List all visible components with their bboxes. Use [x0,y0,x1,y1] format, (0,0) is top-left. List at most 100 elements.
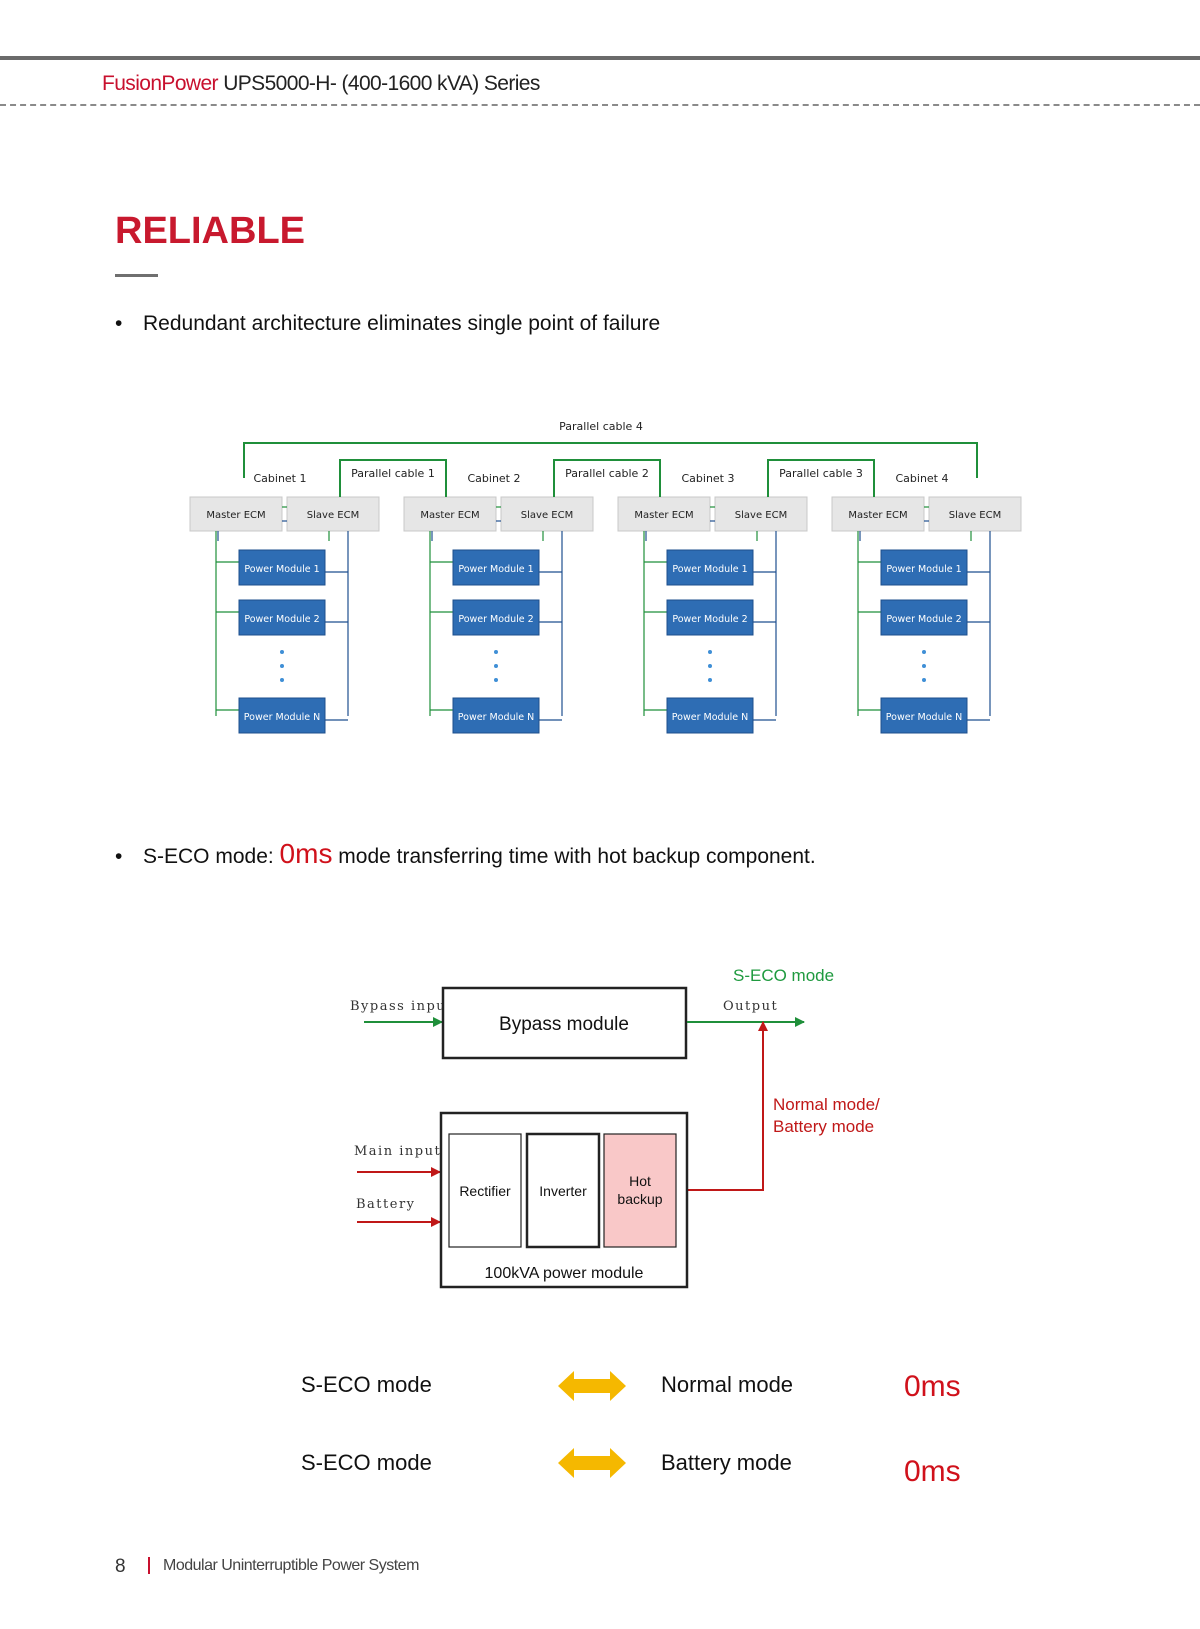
slave-ecm-label: Slave ECM [949,510,1001,521]
ellipsis-dot [280,664,284,668]
slave-ecm-box [500,496,594,532]
bullet-seco-highlight: 0ms [279,838,333,869]
power-module-label: 100kVA power module [485,1265,644,1282]
power-module-box [666,697,754,734]
page-number: 8 [115,1556,126,1577]
power-module-label: Power Module 1 [458,564,533,575]
power-module-box [666,549,754,586]
power-module-label: Power Module N [244,712,320,723]
power-module-label: Power Module 1 [672,564,747,575]
hot-backup-label-1: Hot [629,1173,651,1189]
ellipsis-dot [708,664,712,668]
slave-ecm-label: Slave ECM [307,510,359,521]
bypass-module-label: Bypass module [499,1014,629,1035]
ellipsis-dot [708,678,712,682]
normal-mode-label: Normal mode/ [773,1095,880,1114]
rectifier-box [448,1133,522,1248]
ellipsis-dot [494,650,498,654]
ellipsis-dot [922,678,926,682]
parallel-cable-4-wire [243,442,978,478]
slave-ecm-box [714,496,808,532]
cabinet-label: Cabinet 4 [895,472,948,485]
power-module-box [238,599,326,636]
bullet-dot: • [115,312,123,335]
power-module-box [880,549,968,586]
power-module-label: Power Module 2 [672,614,747,625]
power-module-box [238,549,326,586]
power-module-box [452,599,540,636]
battery-mode-label: Battery mode [773,1117,874,1136]
master-ecm-label: Master ECM [206,510,265,521]
bullet-text: Redundant architecture eliminates single… [143,312,661,335]
double-arrow-icon [558,1371,626,1401]
ellipsis-dot [922,664,926,668]
bullet-redundant: • Redundant architecture eliminates singl… [115,312,660,336]
master-ecm-box [617,496,711,532]
power-module-box [238,697,326,734]
power-module-label: Power Module 2 [458,614,533,625]
power-module-label: Power Module N [886,712,962,723]
power-module-label: Power Module 2 [886,614,961,625]
power-module-box [666,599,754,636]
parallel-cable-wire [553,459,661,497]
cabinet-label: Cabinet 2 [467,472,520,485]
cabinet-label: Cabinet 3 [681,472,734,485]
hot-backup-box [603,1133,677,1248]
power-module-box [452,549,540,586]
parallel-cable-wire [339,459,447,497]
bypass-input-label: Bypass input [350,999,453,1014]
ellipsis-dot [280,678,284,682]
compare-left-2: S-ECO mode [301,1450,432,1475]
slave-ecm-label: Slave ECM [521,510,573,521]
seco-mode-label: S-ECO mode [733,966,834,985]
ellipsis-dot [280,650,284,654]
power-module-label: Power Module N [458,712,534,723]
slave-ecm-label: Slave ECM [735,510,787,521]
power-module-box [452,697,540,734]
compare-right-1: Normal mode [661,1372,794,1397]
power-module-label: Power Module 1 [886,564,961,575]
power-module-label: Power Module N [672,712,748,723]
cabinet-label: Cabinet 1 [253,472,306,485]
master-ecm-label: Master ECM [848,510,907,521]
master-ecm-box [403,496,497,532]
footer-title: Modular Uninterruptible Power System [163,1557,419,1574]
compare-left-1: S-ECO mode [301,1372,432,1397]
ellipsis-dot [494,678,498,682]
seco-block-diagram: S-ECO mode Bypass input Bypass module Ou… [350,966,880,1289]
title-underline [115,274,158,277]
bullet-seco: • S-ECO mode: 0ms mode transferring time … [115,838,816,870]
double-arrow-icon [558,1448,626,1478]
top-rule [0,56,1200,60]
inverter-box [525,1132,601,1249]
power-module-label: Power Module 1 [244,564,319,575]
header-divider [0,104,1200,106]
bullet-seco-suffix: mode transferring time with hot backup c… [332,845,816,868]
parallel-cable-label: Parallel cable 3 [779,467,863,480]
parallel-cable-label: Parallel cable 2 [565,467,649,480]
master-ecm-label: Master ECM [634,510,693,521]
master-ecm-label: Master ECM [420,510,479,521]
footer-separator [148,1557,150,1574]
section-title: RELIABLE [115,210,305,252]
document-header: FusionPower UPS5000-H- (400-1600 kVA) Se… [102,72,540,96]
parallel-cable-wire [767,459,875,497]
output-label: Output [723,999,778,1014]
rectifier-label: Rectifier [459,1183,511,1199]
bullet-dot: • [115,845,123,868]
ellipsis-dot [708,650,712,654]
bullet-seco-prefix: S-ECO mode: [143,845,280,868]
product-series: UPS5000-H- (400-1600 kVA) Series [217,72,540,95]
compare-right-2: Battery mode [661,1450,792,1475]
hot-backup-label-2: backup [617,1191,662,1207]
compare-time-1: 0ms [904,1370,961,1403]
battery-label: Battery [356,1197,416,1212]
main-input-label: Main input [354,1144,441,1159]
compare-time-2: 0ms [904,1455,961,1488]
inverter-label: Inverter [539,1183,587,1199]
brand-name: FusionPower [102,72,219,95]
slave-ecm-box [928,496,1022,532]
ellipsis-dot [922,650,926,654]
power-module-box [880,599,968,636]
master-ecm-box [189,496,283,532]
